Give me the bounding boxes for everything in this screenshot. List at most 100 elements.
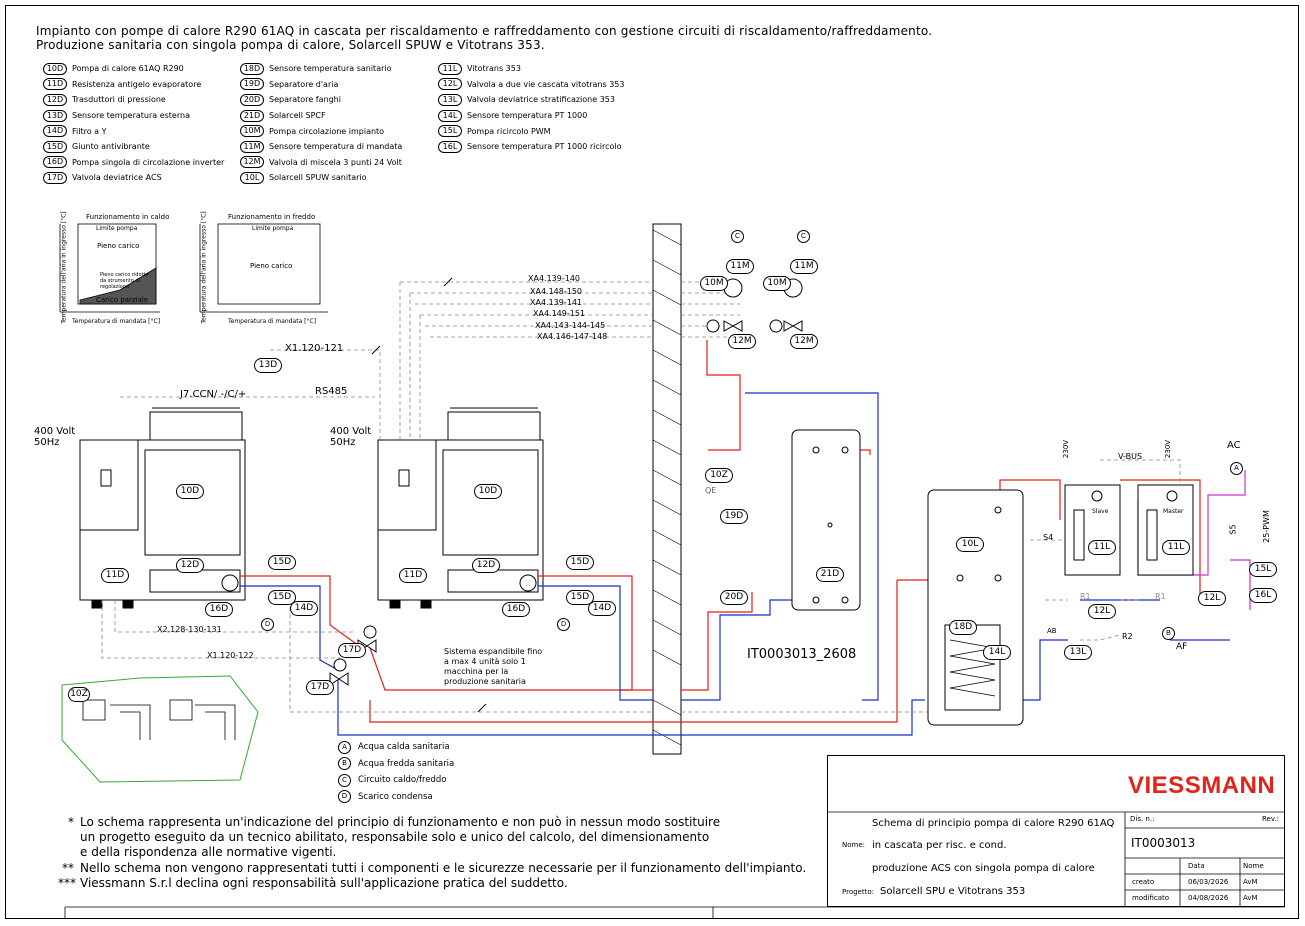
tag-17D-1: 17D	[338, 643, 366, 658]
tag-13D: 13D	[254, 358, 282, 373]
created-label: creato	[1132, 878, 1155, 886]
expansion-note: Sistema espandibile fino a max 4 unità s…	[444, 647, 543, 686]
heating-graph	[59, 223, 160, 313]
tag-11M-1: 11M	[726, 259, 754, 274]
wire-slashes	[371, 277, 487, 713]
created-date: 06/03/2026	[1188, 878, 1229, 886]
bus-label-5: XA4.143-144-145	[535, 321, 606, 330]
bus-label-4: XA4.149-151	[533, 309, 586, 318]
modified-date: 04/08/2026	[1188, 894, 1229, 902]
title-desc-2: in cascata per risc. e cond.	[872, 840, 1007, 851]
project-name: Solarcell SPU e Vitotrans 353	[880, 886, 1026, 897]
dhw-tank-10L	[927, 489, 1024, 726]
nome-label: Nome:	[842, 841, 866, 849]
tag-19D: 19D	[720, 509, 748, 524]
heating-graph-zone-3: Carico parziale	[96, 296, 149, 304]
tag-21D: 21D	[816, 567, 844, 582]
r1-label-b: R1	[1155, 592, 1166, 601]
tag-17D-2: 17D	[306, 680, 334, 695]
tag-16D-unit2: 16D	[502, 602, 530, 617]
tag-15L: 15L	[1249, 562, 1277, 577]
tag-12D-unit1: 12D	[176, 558, 204, 573]
tag-11M-2: 11M	[790, 259, 818, 274]
port-af-label: AF	[1176, 642, 1188, 652]
controller-wiring-inset-detail	[82, 699, 236, 740]
tag-15D-unit2-b: 15D	[566, 590, 594, 605]
note-line: ***Viessmann S.r.l declina ogni responsa…	[58, 875, 568, 890]
building-wall	[652, 223, 682, 755]
progetto-label: Progetto:	[842, 888, 874, 896]
date-header: Data	[1188, 862, 1205, 870]
title-block	[827, 755, 1285, 907]
tag-10D-unit1: 10D	[176, 484, 204, 499]
note-line: **Nello schema non vengono rappresentati…	[62, 860, 807, 875]
tag-10D-unit2: 10D	[474, 484, 502, 499]
tag-18D: 18D	[949, 620, 977, 635]
tag-12L-slave: 12L	[1088, 604, 1116, 619]
vitotrans-master	[1137, 484, 1194, 576]
disclaimer-notes: *Lo schema rappresenta un'indicazione de…	[58, 815, 806, 891]
cooling-graph-zone-1: Pieno carico	[250, 262, 293, 270]
tag-16D-unit1: 16D	[205, 602, 233, 617]
tag-14D-unit2: 14D	[588, 601, 616, 616]
cooling-graph-title: Funzionamento in freddo	[228, 213, 316, 221]
heating-graph-xlabel: Temperatura di mandata [°C]	[72, 318, 161, 325]
cooling-graph-xlabel: Temperatura di mandata [°C]	[228, 318, 317, 325]
marker-d-1: D	[261, 618, 274, 631]
name-header: Nome	[1243, 862, 1264, 870]
tag-10M-2: 10M	[763, 276, 791, 291]
bus-label-1: XA4.139-140	[528, 274, 581, 283]
title-desc-1: Schema di principio pompa di calore R290…	[872, 818, 1115, 829]
mixing-circuit-1	[706, 278, 743, 333]
marker-a: A	[1230, 462, 1243, 475]
dis-label: Dis. n.:	[1130, 815, 1155, 823]
note-line: *Lo schema rappresenta un'indicazione de…	[68, 815, 721, 829]
tag-14L: 14L	[983, 645, 1011, 660]
vitotrans-slave	[1064, 484, 1121, 576]
heating-graph-title: Funzionamento in caldo	[86, 213, 170, 221]
master-label: Master	[1163, 508, 1184, 515]
tag-11L-slave: 11L	[1088, 540, 1116, 555]
marker-c-1: C	[731, 230, 744, 243]
tag-12M-1: 12M	[728, 334, 756, 349]
title-line-2: Produzione sanitaria con singola pompa d…	[36, 38, 545, 52]
bus-label-6: XA4.146-147-148	[537, 332, 608, 341]
ccn-wiring-label: J7.CCN/ -/C/+	[180, 389, 247, 400]
tag-10L: 10L	[956, 537, 984, 552]
r1-label-a: R1	[1080, 592, 1091, 601]
modified-by: AvM	[1243, 894, 1258, 902]
tag-20D: 20D	[720, 590, 748, 605]
tag-15D-unit1-b: 15D	[268, 590, 296, 605]
rev-label: Rev.:	[1262, 815, 1280, 823]
tag-10M-1: 10M	[700, 276, 728, 291]
power-ac-label: AC	[1227, 440, 1241, 451]
rs485-label: RS485	[315, 386, 348, 397]
sensor-wiring-label: X1.120-121	[285, 343, 344, 354]
tag-10Z-inset: 10Z	[68, 687, 90, 702]
